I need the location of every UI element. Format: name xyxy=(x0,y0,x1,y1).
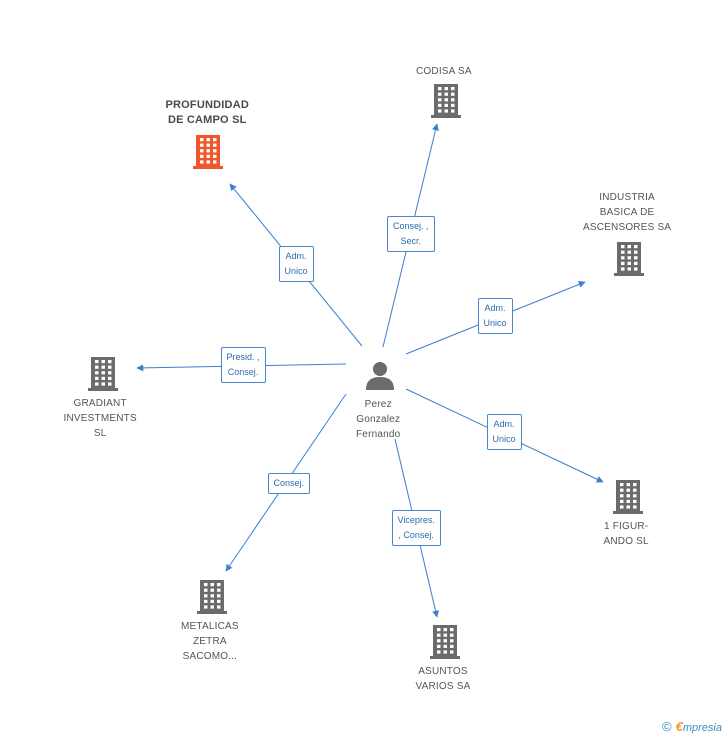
building-icon[interactable] xyxy=(613,480,643,519)
person-name-line: Fernando xyxy=(356,429,401,440)
relation-text: Consej. xyxy=(273,477,305,488)
relation-text: Consej. , xyxy=(393,221,429,231)
relation-text: Presid. , xyxy=(226,352,260,362)
relation-text: Unico xyxy=(483,318,507,328)
building-icon[interactable] xyxy=(430,625,460,664)
company-name-gradiant: GRADIANT INVESTMENTS SL xyxy=(64,396,137,441)
relation-box-gradiant[interactable]: Presid. , Consej. xyxy=(220,347,266,383)
relation-text: Adm. xyxy=(493,419,515,429)
company-name-gradiant-line: SL xyxy=(93,428,107,439)
relation-text: Unico xyxy=(284,266,308,276)
relation-text: Unico xyxy=(492,434,516,444)
relation-text: , Consej. xyxy=(398,530,434,540)
copyright-symbol: © xyxy=(662,719,672,734)
company-name-figurando-line: 1 FIGUR- xyxy=(603,521,649,532)
company-name-figurando: 1 FIGUR- ANDO SL xyxy=(604,519,649,549)
relation-box-profundidad[interactable]: Adm. Unico xyxy=(278,246,314,282)
building-icon[interactable] xyxy=(193,135,223,174)
company-name-codisa-line: CODISA SA xyxy=(416,66,472,77)
company-name-industria-line: INDUSTRIA xyxy=(599,192,655,203)
relation-box-figurando[interactable]: Adm. Unico xyxy=(486,414,522,450)
company-name-asuntos: ASUNTOS VARIOS SA xyxy=(416,664,471,694)
company-name-gradiant-line: INVESTMENTS xyxy=(63,413,137,424)
company-name-industria-line: BASICA DE xyxy=(599,207,655,218)
company-name-industria: INDUSTRIA BASICA DE ASCENSORES SA xyxy=(583,190,671,235)
building-icon[interactable] xyxy=(431,84,461,123)
person-name-line: Perez xyxy=(364,399,392,410)
company-name-metalicas-line: METALICAS xyxy=(181,621,239,632)
brand-logo-initial: € xyxy=(675,719,683,734)
relation-text: Adm. xyxy=(484,303,506,313)
company-name-industria-line: ASCENSORES SA xyxy=(583,222,672,233)
company-name-metalicas-line: ZETRA xyxy=(192,636,227,647)
company-name-metalicas-line: SACOMO... xyxy=(182,651,238,662)
relation-box-metalicas[interactable]: Consej. xyxy=(267,472,311,494)
relation-box-asuntos[interactable]: Vicepres. , Consej. xyxy=(391,510,441,546)
company-name-figurando-line: ANDO SL xyxy=(603,536,649,547)
company-name-asuntos-line: VARIOS SA xyxy=(415,681,471,692)
company-name-metalicas: METALICAS ZETRA SACOMO... xyxy=(181,619,239,664)
company-name-profundidad-line: DE CAMPO SL xyxy=(167,114,247,126)
relation-text: Secr. xyxy=(400,236,422,246)
company-name-codisa: CODISA SA xyxy=(416,64,472,79)
footer-brand: © €mpresia xyxy=(662,719,722,734)
relation-box-codisa[interactable]: Consej. , Secr. xyxy=(387,216,435,252)
company-name-asuntos-line: ASUNTOS xyxy=(418,666,468,677)
building-icon[interactable] xyxy=(88,357,118,396)
company-name-gradiant-line: GRADIANT xyxy=(73,398,127,409)
building-icon[interactable] xyxy=(197,580,227,619)
relation-text: Adm. xyxy=(285,251,307,261)
person-icon[interactable] xyxy=(365,360,395,395)
person-name-line: Gonzalez xyxy=(356,414,401,425)
brand-logo-text: mpresia xyxy=(682,722,722,734)
company-name-profundidad: PROFUNDIDAD DE CAMPO SL xyxy=(166,98,249,128)
relation-box-industria[interactable]: Adm. Unico xyxy=(477,298,513,334)
relation-text: Consej. xyxy=(227,367,259,377)
company-name-profundidad-line: PROFUNDIDAD xyxy=(165,99,249,111)
building-icon[interactable] xyxy=(614,242,644,281)
relation-text: Vicepres. xyxy=(397,515,435,525)
